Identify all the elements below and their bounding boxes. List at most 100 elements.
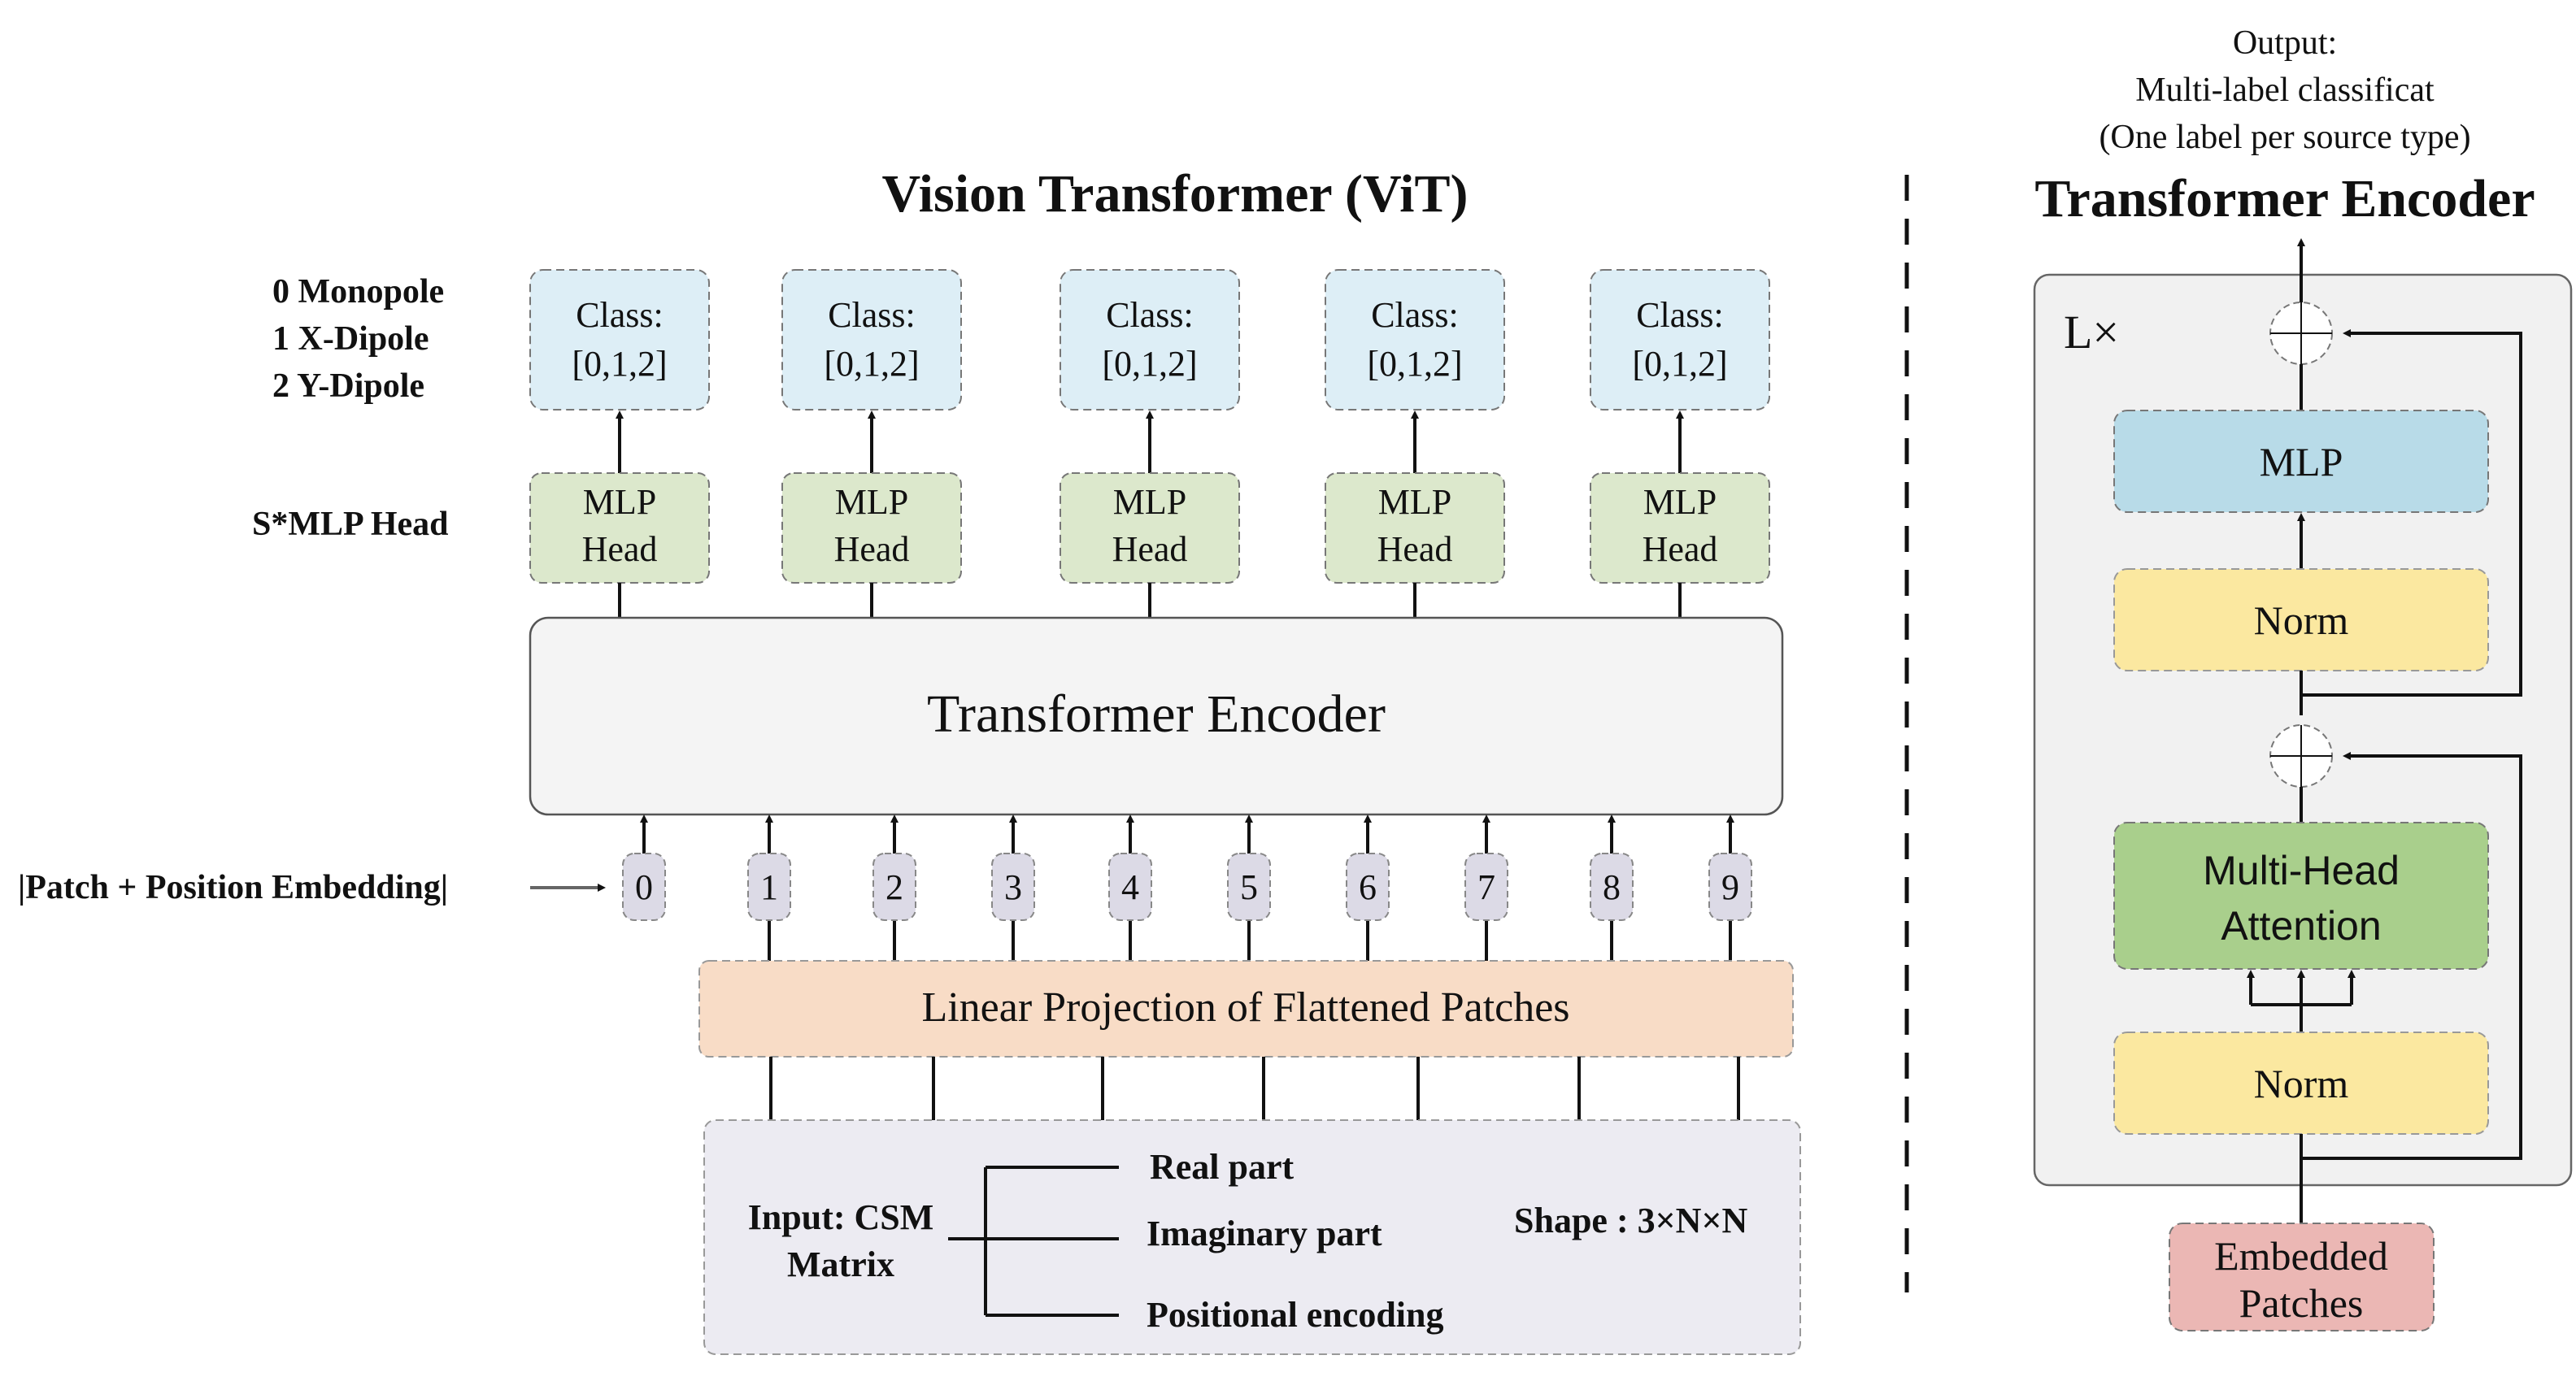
mlp-head-line1: MLP: [1643, 482, 1717, 522]
mlp-head-line2: Head: [1643, 529, 1718, 569]
embedded-patches-line2: Patches: [2239, 1280, 2364, 1326]
linear-projection-label: Linear Projection of Flattened Patches: [921, 984, 1569, 1031]
class-box-title: Class:: [1636, 295, 1724, 335]
mlp-head-line1: MLP: [583, 482, 656, 522]
input-positional-encoding: Positional encoding: [1147, 1295, 1444, 1335]
token-pill: [872, 853, 916, 921]
norm-top-label: Norm: [2254, 597, 2349, 643]
input-branch-lines: [948, 1166, 1119, 1317]
residual-paths: [2300, 329, 2522, 1223]
embedding-token: 2: [872, 814, 916, 961]
class-box-shape: [529, 269, 710, 410]
token-label: 5: [1240, 867, 1258, 907]
encoder-mlp-box: [2113, 410, 2489, 513]
class-box-values: [0,1,2]: [572, 344, 667, 384]
embedding-token: 0: [622, 814, 666, 921]
token-pill: [1108, 853, 1152, 921]
token-label: 1: [760, 867, 778, 907]
embedding-token: 7: [1464, 814, 1508, 961]
mlp-head-box: MLP Head: [1590, 472, 1770, 584]
norm-bottom-label: Norm: [2254, 1061, 2349, 1106]
embedded-patches-box: [2169, 1223, 2435, 1331]
mlp-head-line2: Head: [582, 529, 658, 569]
token-pill: [1590, 853, 1634, 921]
class-box-shape: [1325, 269, 1505, 410]
class-box: Class: [0,1,2]: [1060, 269, 1240, 410]
embedding-token: 3: [991, 814, 1035, 961]
token-pill: [622, 853, 666, 921]
mlp-head-box: MLP Head: [781, 472, 962, 584]
token-label: 3: [1004, 867, 1022, 907]
repeat-label: L×: [2064, 306, 2119, 358]
qkv-arrows: [2247, 970, 2356, 1032]
mlp-head-line1: MLP: [1378, 482, 1451, 522]
token-label: 2: [886, 867, 903, 907]
class-box: Class: [0,1,2]: [1590, 269, 1770, 410]
class-box-title: Class:: [828, 295, 916, 335]
input-shape: Shape : 3×N×N: [1514, 1201, 1748, 1240]
class-boxes: Class: [0,1,2] Class: [0,1,2] Class: [0,…: [529, 269, 1770, 410]
mlp-head-line2: Head: [1112, 529, 1188, 569]
class-label-monopole: 0 Monopole: [272, 273, 444, 311]
class-box-values: [0,1,2]: [824, 344, 919, 384]
class-box-shape: [1590, 269, 1770, 410]
head-to-class-arrows: [616, 410, 1684, 473]
linear-projection-box: [698, 960, 1794, 1058]
input-to-projection-lines: [769, 1057, 1740, 1120]
input-real-part: Real part: [1150, 1147, 1295, 1187]
token-pill: [1464, 853, 1508, 921]
token-pill: [747, 853, 791, 921]
embedded-patches-line1: Embedded: [2214, 1233, 2388, 1279]
transformer-encoder-block: [529, 616, 1784, 816]
mlp-heads: MLP Head MLP Head MLP Head MLP Head MLP …: [529, 472, 1770, 584]
class-box-values: [0,1,2]: [1367, 344, 1462, 384]
attention-line1: Multi-Head: [2203, 848, 2400, 893]
mlp-head-label: S*MLP Head: [252, 506, 449, 543]
transformer-encoder-label: Transformer Encoder: [927, 684, 1386, 744]
token-label: 0: [635, 867, 653, 907]
embedding-token: 1: [747, 814, 791, 961]
output-caption-line: Multi-label classificat: [2135, 72, 2435, 109]
multi-head-attention-box: [2113, 822, 2489, 970]
embedding-token: 5: [1227, 814, 1271, 961]
token-label: 9: [1721, 867, 1739, 907]
mlp-head-line2: Head: [834, 529, 910, 569]
input-imaginary-part: Imaginary part: [1147, 1214, 1382, 1253]
encoder-detail-title: Transformer Encoder: [2034, 169, 2535, 228]
token-label: 8: [1603, 867, 1621, 907]
token-label: 4: [1121, 867, 1139, 907]
output-caption-line: Output:: [2233, 24, 2337, 62]
mlp-head-line1: MLP: [835, 482, 908, 522]
class-box-title: Class:: [576, 295, 664, 335]
attention-line2: Attention: [2221, 903, 2381, 949]
mlp-head-line1: MLP: [1113, 482, 1186, 522]
class-box-title: Class:: [1371, 295, 1459, 335]
encoder-mlp-label: MLP: [2260, 439, 2343, 484]
embedding-token: 4: [1108, 814, 1152, 961]
mlp-head-box: MLP Head: [1325, 472, 1505, 584]
encoder-to-head-lines: [618, 583, 1682, 618]
class-box-values: [0,1,2]: [1102, 344, 1197, 384]
token-pill: [1227, 853, 1271, 921]
patch-position-embedding-label: |Patch + Position Embedding|: [18, 869, 448, 906]
token-pill: [991, 853, 1035, 921]
residual-skip-bottom: [2301, 752, 2522, 1160]
mlp-head-line2: Head: [1377, 529, 1453, 569]
class-legend: 0 Monopole 1 X-Dipole 2 Y-Dipole: [272, 273, 444, 405]
class-box-title: Class:: [1106, 295, 1194, 335]
embedding-token: 9: [1708, 814, 1752, 961]
class-box: Class: [0,1,2]: [529, 269, 710, 410]
output-caption-line: (One label per source type): [2099, 119, 2470, 156]
input-box: [703, 1119, 1801, 1355]
class-label-x-dipole: 1 X-Dipole: [272, 320, 429, 358]
input-title-line2: Matrix: [787, 1244, 894, 1284]
class-box-shape: [781, 269, 962, 410]
embedding-token: 6: [1346, 814, 1390, 961]
class-box: Class: [0,1,2]: [781, 269, 962, 410]
class-box: Class: [0,1,2]: [1325, 269, 1505, 410]
class-box-values: [0,1,2]: [1632, 344, 1727, 384]
input-title-line1: Input: CSM: [748, 1197, 934, 1237]
residual-skip-top: [2301, 329, 2522, 697]
token-label: 7: [1477, 867, 1495, 907]
